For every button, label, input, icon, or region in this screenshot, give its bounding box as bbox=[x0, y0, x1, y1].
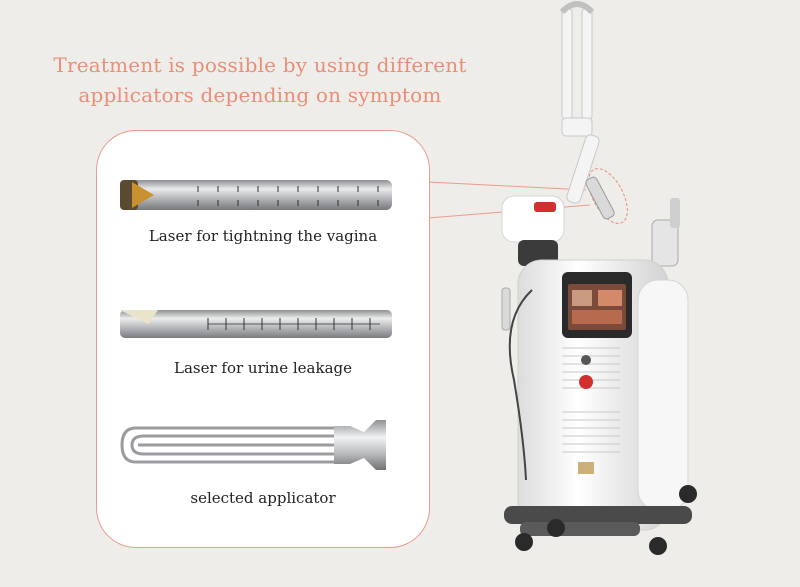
urine-leakage-caption: Laser for urine leakage bbox=[173, 359, 352, 377]
headline-line-1: Treatment is possible by using different bbox=[53, 53, 467, 77]
tightening-caption: Laser for tightning the vagina bbox=[148, 227, 378, 245]
selected-applicator-caption: selected applicator bbox=[190, 489, 336, 507]
highlight-ellipse bbox=[588, 168, 628, 224]
laser-device-image bbox=[501, 1, 697, 555]
tightening-applicator-image bbox=[120, 180, 392, 210]
headline: Treatment is possible by using different… bbox=[40, 50, 480, 110]
urine-leakage-applicator-image bbox=[120, 310, 392, 338]
headline-line-2: applicators depending on symptom bbox=[78, 83, 442, 107]
selected-applicator-image bbox=[120, 420, 386, 470]
